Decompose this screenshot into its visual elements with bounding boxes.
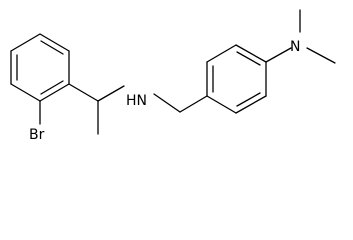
bond	[39, 33, 70, 52]
bond	[10, 83, 41, 102]
double-bond-inner	[40, 80, 64, 95]
bond	[39, 83, 70, 102]
ring-n-bond	[265, 47, 292, 63]
double-bond-inner	[40, 40, 64, 55]
bond	[10, 33, 41, 52]
bromine-label: Br	[29, 127, 45, 143]
ch2-ring-bond	[179, 95, 208, 113]
dimethylaminophenyl-ring	[206, 44, 267, 114]
bond	[235, 44, 267, 63]
ring-ch-bond	[68, 83, 99, 102]
bond	[235, 95, 267, 114]
double-bond-inner	[236, 92, 261, 107]
bond	[206, 44, 237, 63]
nh-ch2-bond	[153, 93, 181, 113]
bond	[206, 95, 237, 114]
amine-nh-label: HN	[126, 93, 147, 109]
ch-nh-bond	[97, 85, 125, 102]
molecule-structure: Br HN N	[10, 9, 336, 143]
dimethylamino-n-label: N	[290, 39, 300, 55]
bromophenyl-ring	[10, 33, 70, 102]
double-bond-inner	[236, 51, 261, 66]
n-methyl-right-bond	[306, 47, 336, 64]
